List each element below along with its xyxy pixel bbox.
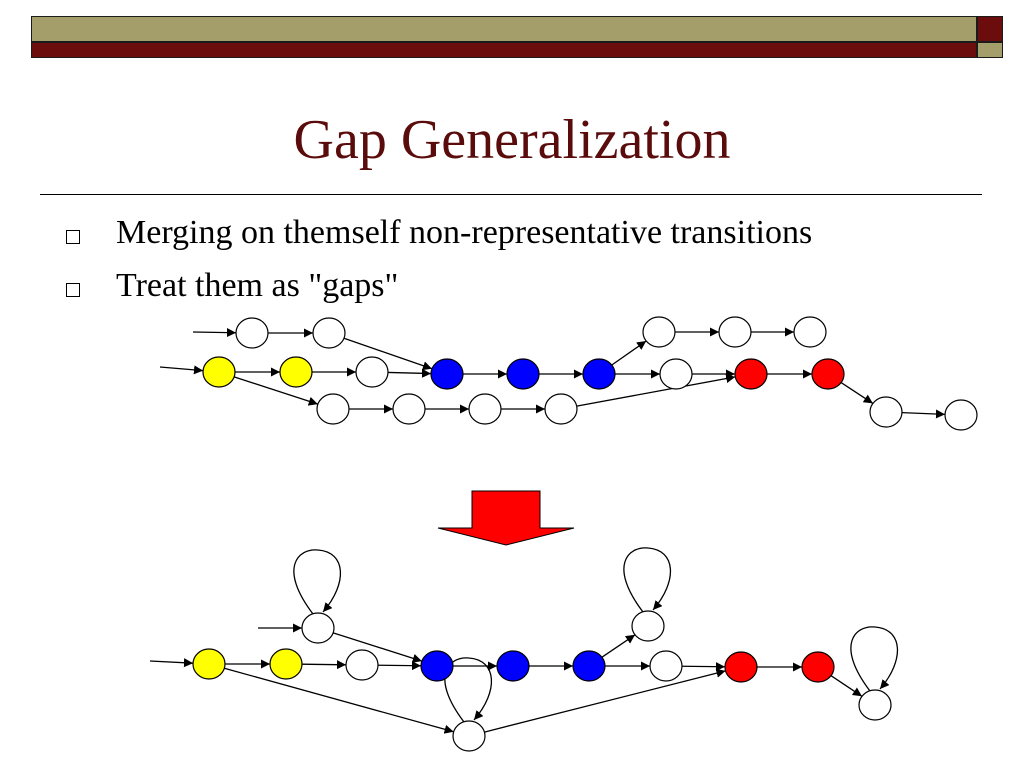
graph-node-b_bl2 (506, 358, 540, 390)
header-corner-olive (977, 42, 1003, 58)
bullet-item: Merging on themself non-representative t… (66, 213, 812, 254)
self-loop-a_l (444, 657, 493, 723)
graph-node-a_w2 (649, 650, 683, 682)
graph-node-b_u2 (718, 316, 752, 348)
graph-edge-b_bl3-b_u1 (611, 340, 647, 366)
header-bar-maroon (31, 42, 977, 58)
header-corner-maroon (977, 16, 1003, 42)
bullet-list: Merging on themself non-representative t… (66, 213, 812, 319)
graph-edge-a_r2-a_e (830, 675, 863, 697)
bullet-text: Treat them as "gaps" (116, 266, 399, 304)
graph-edge-b_l4-b_r1 (576, 374, 736, 407)
hollow-square-bullet-icon (66, 282, 80, 297)
graph-node-b_e1 (869, 396, 903, 428)
graph-edge-b_r2-b_e1 (840, 382, 874, 404)
graph-node-b_l4 (544, 393, 578, 425)
graph-edges (149, 327, 946, 734)
graph-node-b_u3 (793, 316, 827, 348)
slide-title: Gap Generalization (293, 109, 731, 171)
graph-edge-b_y1-b_l1 (233, 376, 319, 406)
graph-node-b_r1 (734, 358, 768, 390)
self-loop-a_t (293, 549, 342, 615)
self-loop-a_u (623, 547, 672, 613)
graph-node-b_y1 (202, 356, 236, 388)
graph-node-a_y1 (192, 648, 226, 680)
graph-node-a_l (452, 720, 486, 752)
graph-edge-b_t2-b_bl1 (343, 337, 433, 371)
title-divider (40, 194, 982, 195)
graph-node-b_e2 (944, 399, 978, 431)
graph-node-b_w3 (355, 356, 389, 388)
graph-edge-a_l-a_r1 (484, 668, 726, 733)
graph-node-a_w (345, 649, 379, 681)
graph-node-a_y2 (269, 648, 303, 680)
graph-node-a_bl2 (496, 650, 530, 682)
graph-edge-a_t-a_bl1 (332, 632, 423, 663)
hollow-square-bullet-icon (66, 230, 80, 244)
bullet-item: Treat them as "gaps" (66, 266, 812, 307)
bullet-text: Merging on themself non-representative t… (116, 214, 813, 251)
graph-edge-b_e1-b_e2 (901, 409, 946, 419)
graph-node-b_y2 (279, 356, 313, 388)
graph-node-b_t1 (235, 317, 269, 349)
graph-edge-start_t-b_t1 (192, 328, 237, 338)
graph-edge-start_m-b_y1 (159, 365, 204, 375)
graph-node-a_bl1 (420, 650, 454, 682)
graph-node-b_u1 (642, 316, 676, 348)
graph-node-b_w4 (659, 358, 693, 390)
graph-edge-a_y2-a_w (301, 660, 347, 670)
graph-edge-a_y1-a_l (224, 667, 454, 734)
graph-node-b_l1 (316, 393, 350, 425)
graph-edge-a_w-a_bl1 (377, 661, 422, 671)
graph-node-b_r2 (811, 358, 845, 390)
graph-edge-b_w3-b_bl1 (387, 368, 432, 378)
graph-node-a_bl3 (572, 650, 606, 682)
graph-node-a_u (631, 610, 665, 642)
graph-node-a_t (301, 612, 335, 644)
graph-node-b_bl3 (582, 358, 616, 390)
down-arrow-icon (437, 490, 575, 546)
self-loop-a_e (850, 626, 899, 692)
graph-node-a_r1 (724, 651, 758, 683)
graph-node-b_bl1 (430, 358, 464, 390)
graph-edge-a_bl3-a_u (601, 634, 636, 658)
graph-edge-a_w2-a_r1 (681, 662, 726, 672)
graph-edge-start_m-a_y1 (149, 658, 194, 668)
graph-nodes (192, 316, 978, 752)
graph-node-a_e (858, 689, 892, 721)
graph-self-loops (293, 547, 899, 723)
header-bar-olive (31, 16, 977, 42)
graph-node-b_l3 (468, 393, 502, 425)
graph-node-b_l2 (392, 393, 426, 425)
graph-node-b_t2 (312, 317, 346, 349)
graph-node-a_r2 (801, 651, 835, 683)
